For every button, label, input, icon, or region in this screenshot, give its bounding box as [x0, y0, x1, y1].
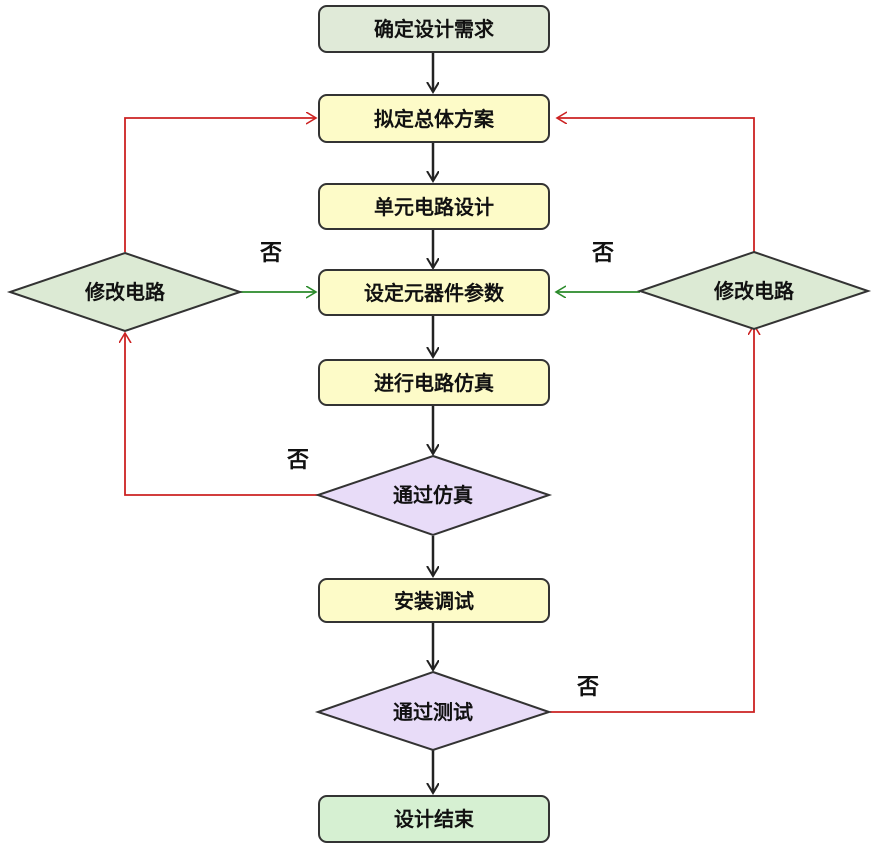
- node-modify-left-label: 修改电路: [84, 280, 166, 304]
- node-install-label: 安装调试: [394, 589, 474, 613]
- arrow-modify-left-to-plan: [124, 118, 316, 252]
- node-modify-right-label: 修改电路: [713, 279, 795, 303]
- node-pass-sim[interactable]: 通过仿真: [314, 454, 553, 537]
- node-modify-left[interactable]: 修改电路: [6, 251, 244, 333]
- edge-label-no-sim: 否: [286, 448, 309, 473]
- arrow-passtest-no-to-modify-right: [550, 325, 754, 713]
- node-start-label: 确定设计需求: [374, 17, 495, 41]
- node-end[interactable]: 设计结束: [318, 795, 550, 843]
- node-pass-sim-label: 通过仿真: [393, 483, 473, 507]
- edge-label-no-right: 否: [591, 241, 614, 266]
- node-plan-label: 拟定总体方案: [374, 107, 495, 131]
- node-start[interactable]: 确定设计需求: [318, 5, 550, 53]
- node-unit-label: 单元电路设计: [374, 195, 494, 219]
- node-simulate[interactable]: 进行电路仿真: [318, 359, 550, 406]
- arrow-passsim-no-to-modify-left: [125, 333, 318, 496]
- edge-label-no-left: 否: [259, 241, 282, 266]
- node-pass-test[interactable]: 通过测试: [314, 670, 553, 752]
- node-params[interactable]: 设定元器件参数: [318, 269, 550, 316]
- loop-arrows: [124, 118, 755, 713]
- node-simulate-label: 进行电路仿真: [374, 371, 494, 395]
- node-install[interactable]: 安装调试: [318, 578, 550, 623]
- node-end-label: 设计结束: [394, 807, 475, 831]
- node-params-label: 设定元器件参数: [364, 281, 505, 305]
- node-unit[interactable]: 单元电路设计: [318, 183, 550, 230]
- node-modify-right[interactable]: 修改电路: [636, 250, 872, 331]
- node-plan[interactable]: 拟定总体方案: [318, 94, 550, 143]
- node-pass-test-label: 通过测试: [393, 700, 473, 724]
- arrow-modify-right-to-plan: [557, 118, 755, 252]
- edge-label-no-test: 否: [576, 675, 599, 700]
